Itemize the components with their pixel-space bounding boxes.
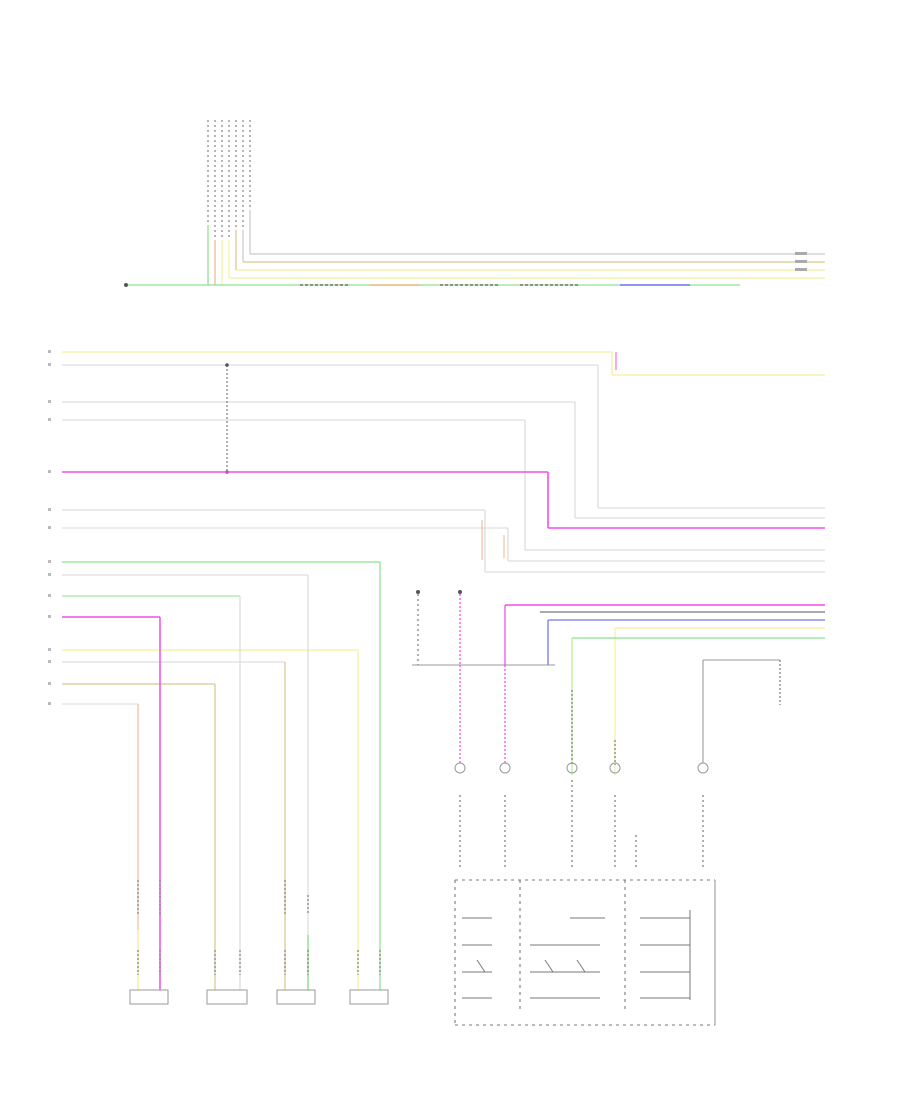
terminal-circle-5 <box>697 762 709 774</box>
speaker-connector-dashes <box>137 880 381 975</box>
terminal-circle-3 <box>566 762 578 774</box>
speaker-2 <box>206 989 248 1005</box>
below-circle-dashes <box>459 780 704 870</box>
terminal-circle-2 <box>499 762 511 774</box>
terminal-circle-4 <box>609 762 621 774</box>
top-right-tags <box>795 252 807 271</box>
speaker-1 <box>129 989 169 1005</box>
speakers-group <box>48 560 389 1005</box>
speaker-4 <box>349 989 389 1005</box>
lower-left-pin-ticks <box>48 560 51 705</box>
steering-switch-housing <box>454 879 716 1026</box>
top-connector-pins <box>207 120 251 240</box>
top-module-group <box>124 120 825 287</box>
terminal-circle-1 <box>454 762 466 774</box>
speaker-3 <box>276 989 316 1005</box>
middle-bus-group <box>48 350 825 573</box>
left-pin-ticks <box>48 350 51 529</box>
switch-area-group <box>412 590 825 1026</box>
switch-contacts <box>462 910 691 1000</box>
